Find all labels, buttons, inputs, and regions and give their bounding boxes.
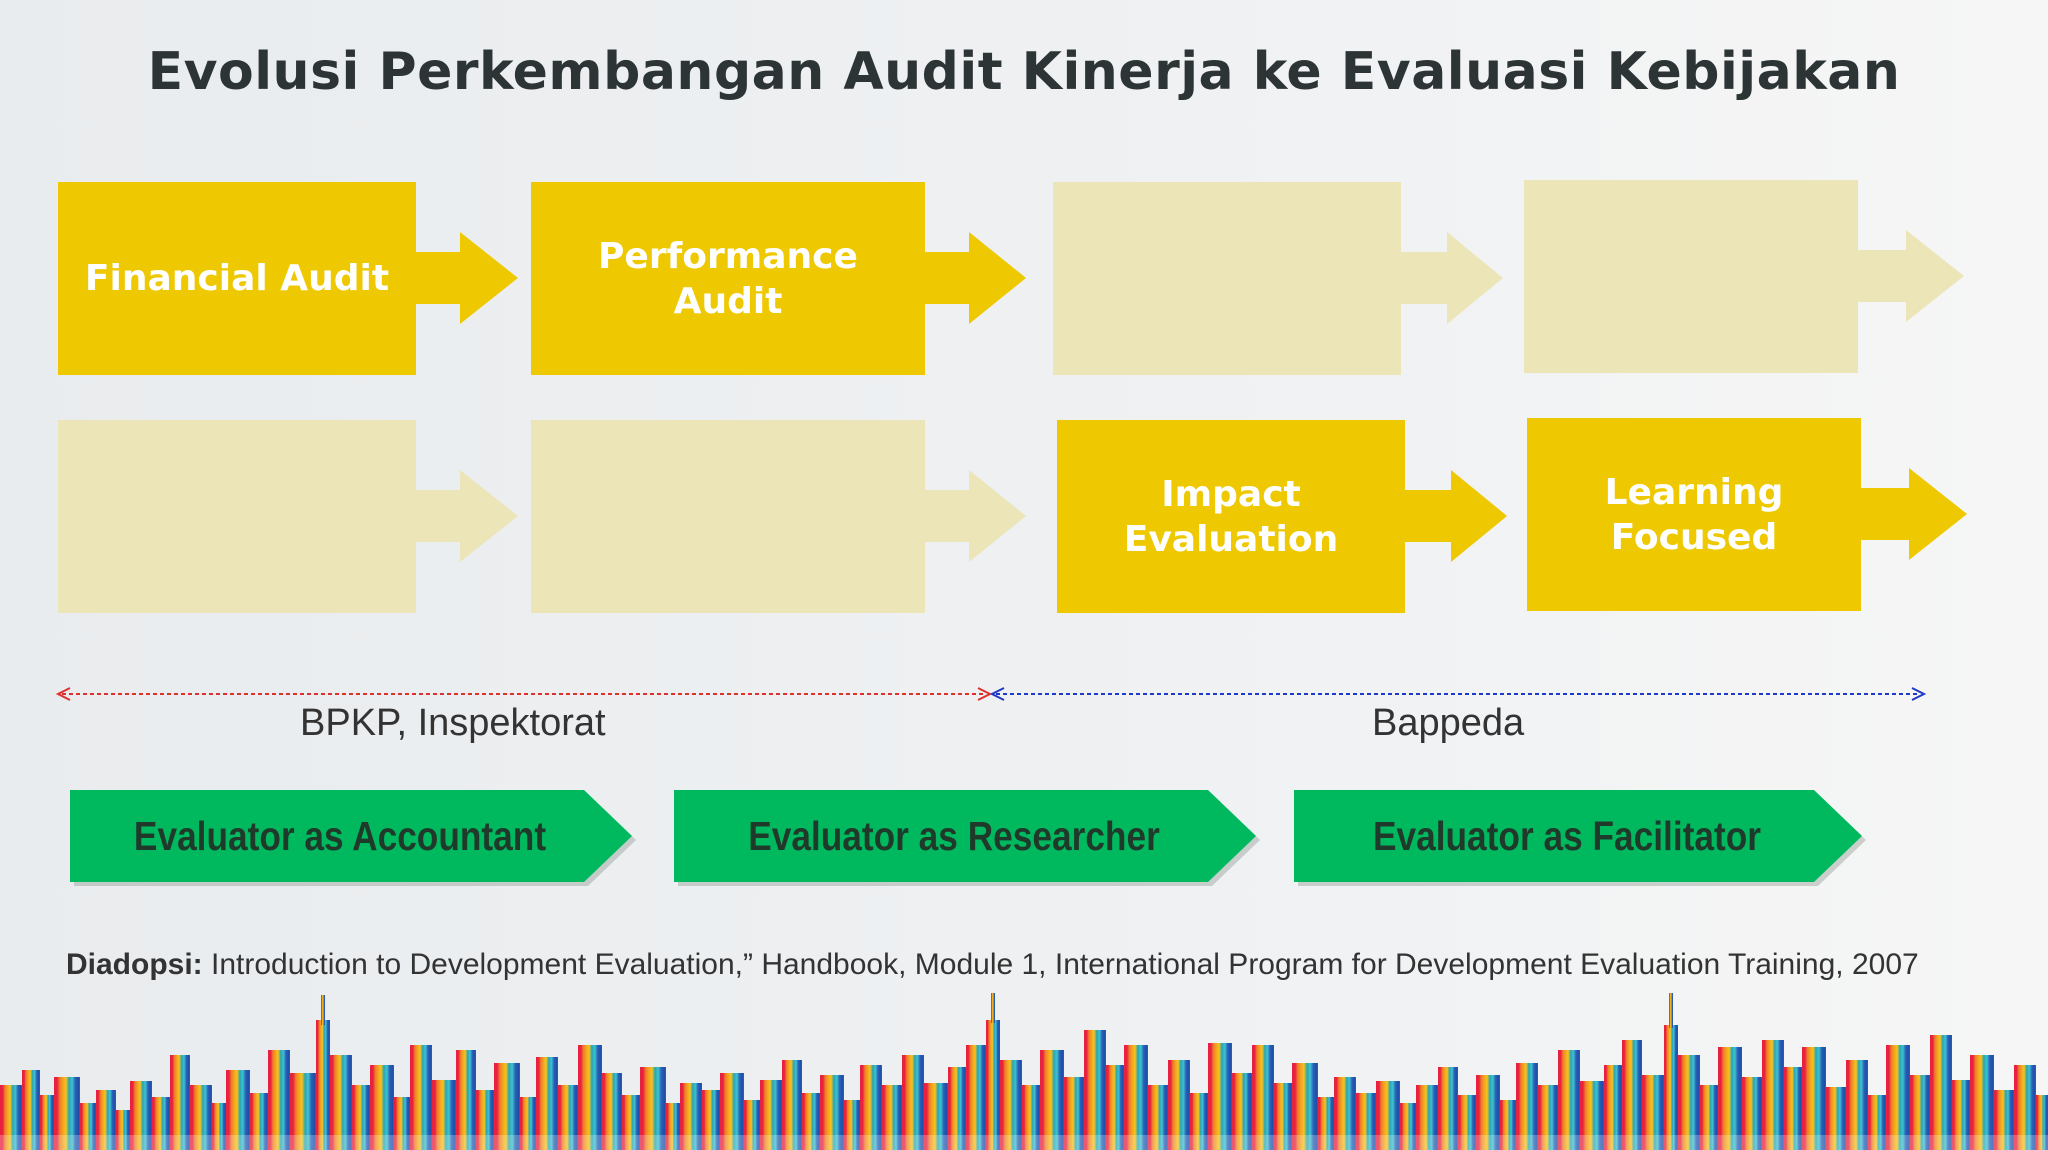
role-banner-shape [674,790,1260,886]
stage-arrow-shape [1524,180,1964,373]
stage-placeholder-row1-4 [1524,180,1964,373]
stage-arrow-shape [58,420,518,613]
role-banner-label: Evaluator as Facilitator [1372,812,1761,859]
stage-arrow-shape [531,420,1026,613]
role-banner-facilitator: Evaluator as Facilitator [1294,790,1866,886]
stage-placeholder-row2-1 [58,420,518,613]
stage-placeholder-row2-2 [531,420,1026,613]
stage-financial-audit: Financial Audit [58,182,518,375]
stage-impact-evaluation: Impact Evaluation [1057,420,1507,613]
org-label-bappeda: Bappeda [1372,702,1525,744]
role-banner-accountant: Evaluator as Accountant [70,790,636,886]
bappeda-range-arrow [989,687,1927,701]
role-banner-researcher: Evaluator as Researcher [674,790,1260,886]
stage-arrow-shape [58,182,518,375]
stage-performance-audit: Performance Audit [531,182,1026,375]
citation-text: Introduction to Development Evaluation,”… [211,948,1919,981]
slide-title: Evolusi Perkembangan Audit Kinerja ke Ev… [147,42,1901,102]
city-skyline-graphic [0,993,2048,1150]
stage-label: Impact Evaluation [1123,473,1339,560]
role-banner-label: Evaluator as Accountant [133,812,547,859]
role-banner-shape [1294,790,1866,886]
stage-arrow-shape [1527,418,1967,611]
citation-prefix: Diadopsi: [66,948,203,981]
stage-arrow-shape [1057,420,1507,613]
bpkp-range-arrow [55,687,993,701]
stage-label: Financial Audit [84,258,390,299]
role-banner-label: Evaluator as Researcher [748,812,1160,859]
stage-arrow-shape [1053,182,1503,375]
citation: Diadopsi: Introduction to Development Ev… [66,948,2016,982]
role-banner-shape [70,790,636,886]
stage-label: Performance Audit [598,235,858,322]
stage-label: Learning Focused [1604,471,1784,558]
stage-placeholder-row1-3 [1053,182,1503,375]
stage-arrow-shape [531,182,1026,375]
stage-learning-focused: Learning Focused [1527,418,1967,611]
org-label-bpkp: BPKP, Inspektorat [300,702,606,744]
